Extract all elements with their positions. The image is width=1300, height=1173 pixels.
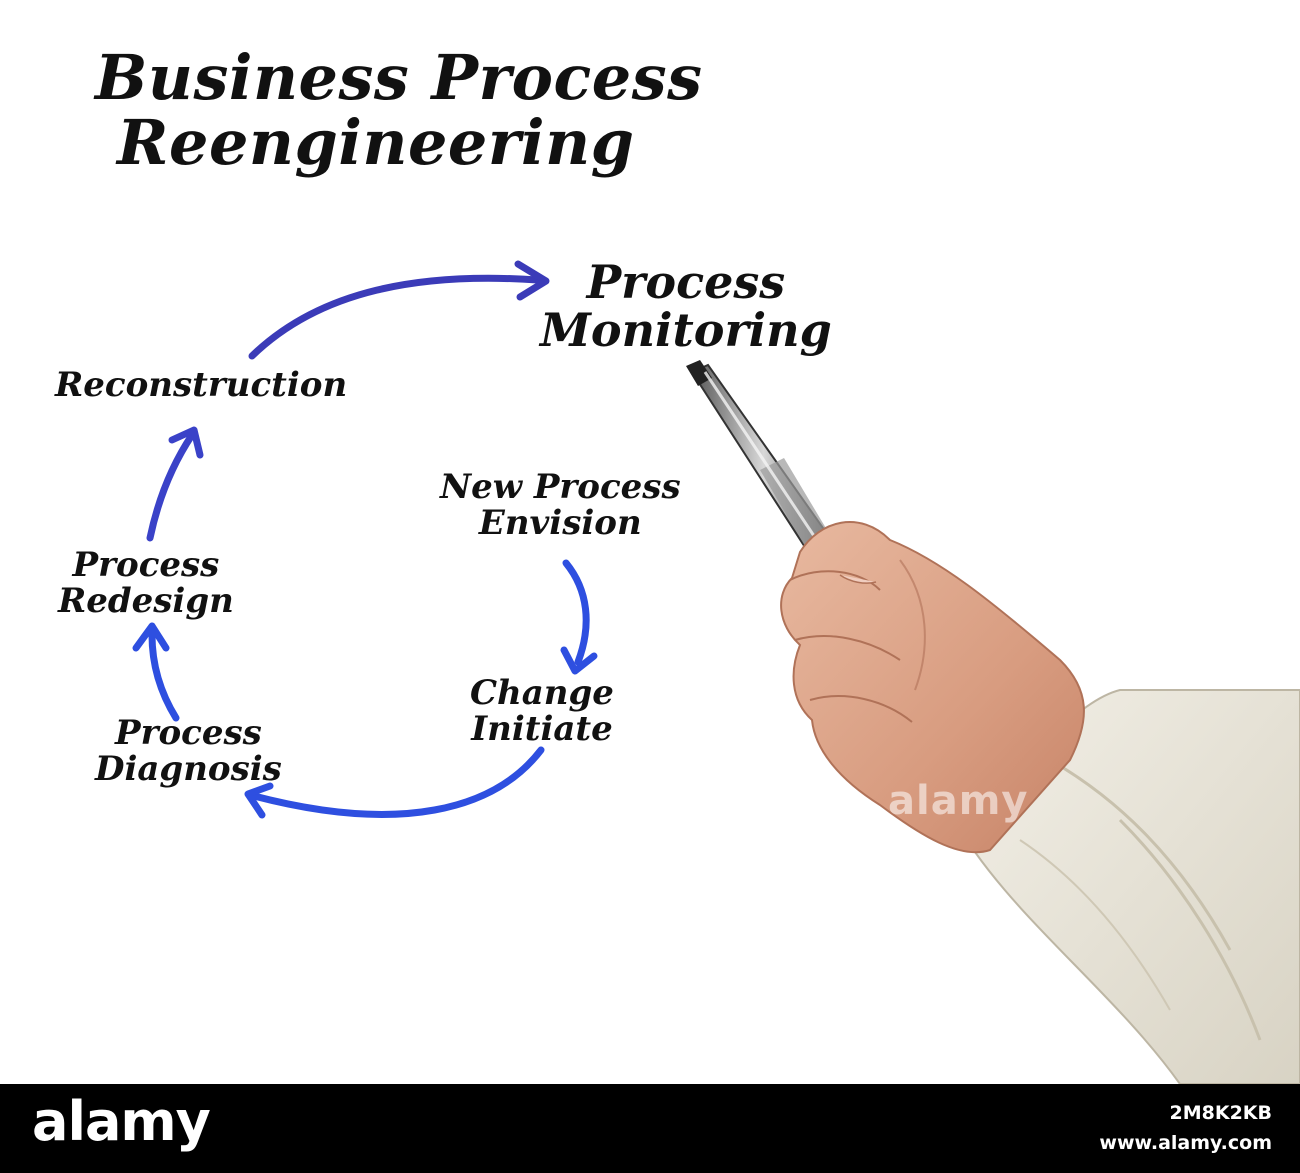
hand-illustration <box>780 521 1085 854</box>
node-new-process-envision: New Process Envision <box>440 467 681 543</box>
node-reconstruction-line-1: Reconstruction <box>55 365 348 405</box>
node-process-diagnosis-line-2: Diagnosis <box>95 748 282 789</box>
footer-bar: alamy 2M8K2KB www.alamy.com <box>0 1084 1300 1173</box>
node-process-monitoring-line-1: Process <box>586 255 786 309</box>
node-change-initiate: Change Initiate <box>470 673 614 749</box>
pen-illustration <box>686 360 837 560</box>
node-process-redesign: Process Redesign <box>58 545 234 621</box>
node-process-diagnosis: Process Diagnosis <box>95 713 282 789</box>
node-change-initiate-line-1: Change <box>470 673 614 713</box>
arrow-diagnosis-to-redesign <box>132 622 180 722</box>
node-reconstruction: Reconstruction <box>55 365 348 405</box>
node-process-diagnosis-line-1: Process <box>115 713 262 753</box>
title-line-2: Reengineering <box>117 106 635 180</box>
node-change-initiate-line-2: Initiate <box>471 708 613 749</box>
title-line-1: Business Process <box>95 41 703 114</box>
node-process-redesign-line-2: Redesign <box>58 580 234 621</box>
watermark-text: alamy <box>888 778 1029 824</box>
arrow-redesign-to-reconstruction <box>146 426 204 542</box>
node-process-monitoring-line-2: Monitoring <box>540 303 832 358</box>
node-new-process-envision-line-2: Envision <box>478 502 642 543</box>
footer-image-id: 2M8K2KB <box>1169 1102 1273 1124</box>
node-process-monitoring: Process Monitoring <box>540 258 832 355</box>
arrow-initiate-to-diagnosis <box>244 746 545 819</box>
node-process-redesign-line-1: Process <box>72 545 220 585</box>
arrow-envision-to-initiate <box>560 559 598 675</box>
node-new-process-envision-line-1: New Process <box>440 467 681 507</box>
footer-url: www.alamy.com <box>1099 1132 1272 1154</box>
arrow-reconstruction-to-monitoring <box>248 260 550 360</box>
footer-logo: alamy <box>32 1090 211 1153</box>
diagram-title: Business Process Reengineering <box>95 45 703 175</box>
